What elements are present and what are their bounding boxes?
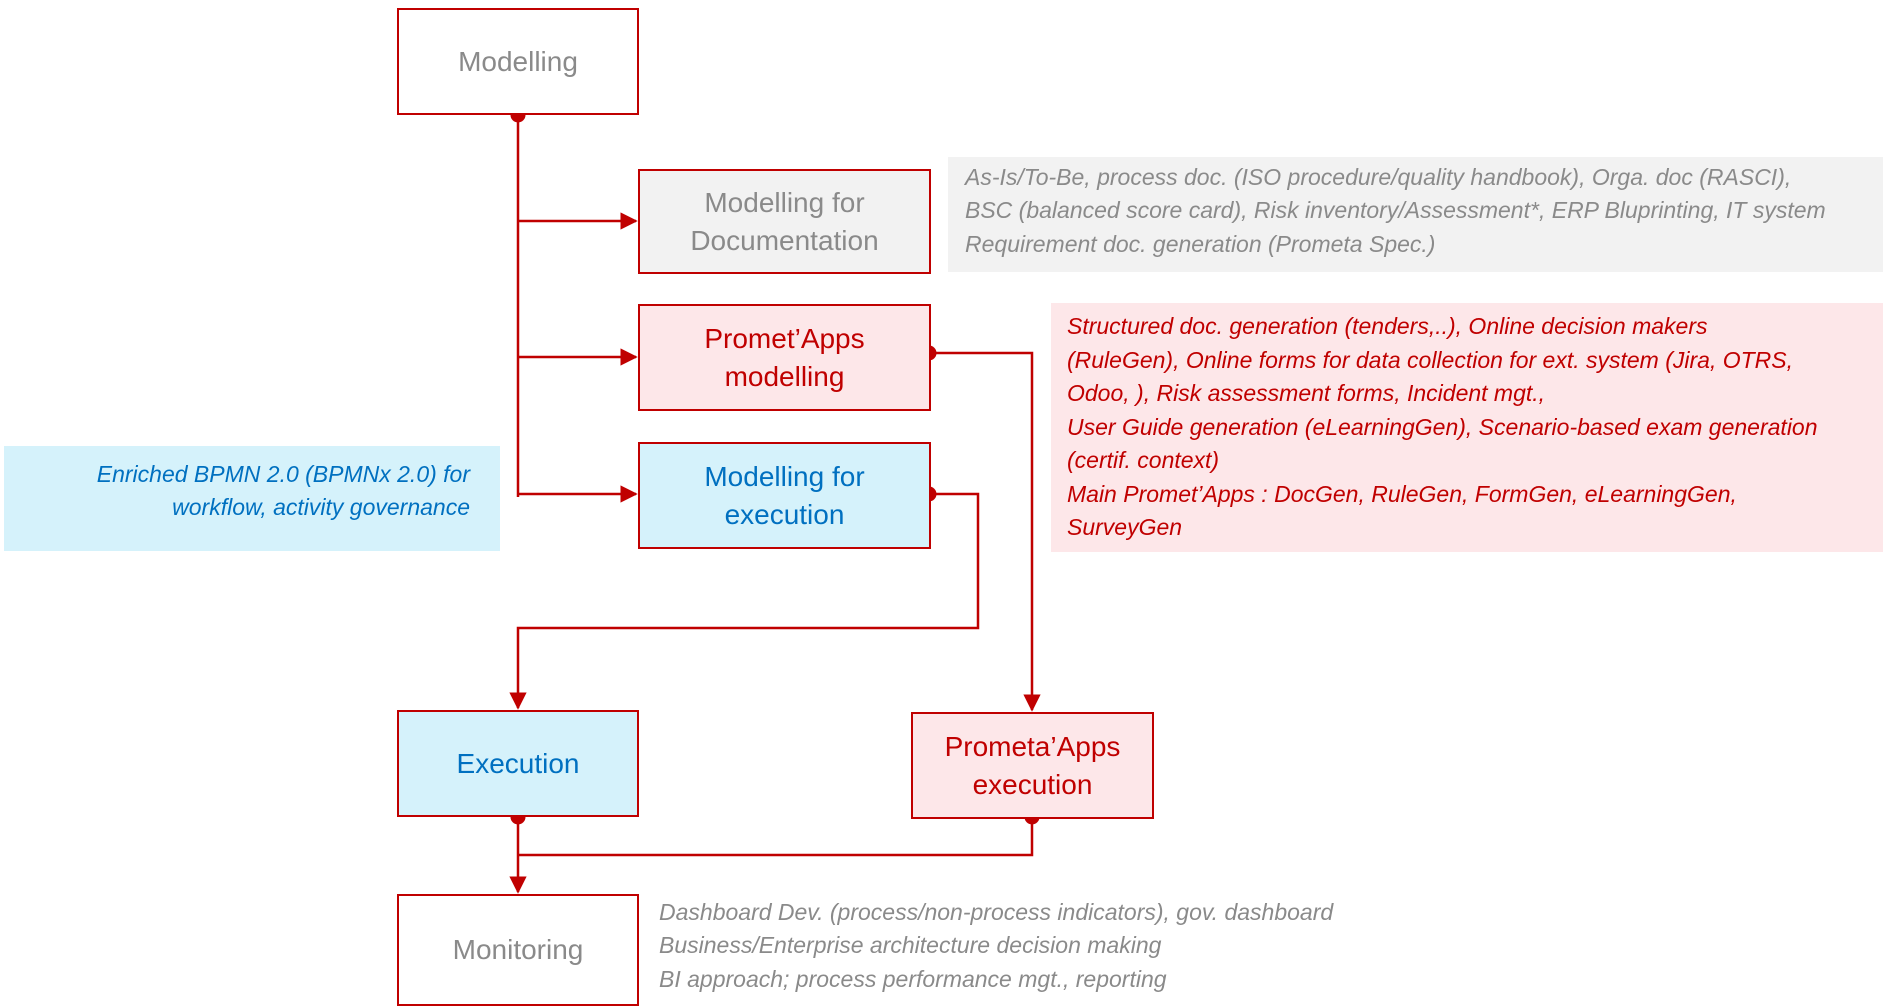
execution-note-line-1: Enriched BPMN 2.0 (BPMNx 2.0) for	[96, 461, 470, 487]
prometapps-note: Structured doc. generation (tenders,..),…	[1051, 303, 1883, 552]
execution-label: Execution	[456, 747, 580, 779]
modelling-for-execution-box: Modelling for execution	[638, 442, 931, 549]
connector-modelling-execution-to-execution	[509, 492, 980, 710]
modelling-box: Modelling	[397, 8, 639, 115]
documentation-note-line-3: Requirement doc. generation (Prometa Spe…	[965, 230, 1436, 257]
prometapps-modelling-box: Promet’Apps modelling	[638, 304, 931, 411]
modelling-label: Modelling	[458, 45, 578, 77]
monitoring-note-line-2: Business/Enterprise architecture decisio…	[659, 932, 1162, 959]
documentation-note: As-Is/To-Be, process doc. (ISO procedure…	[948, 157, 1883, 272]
prometapps-note-line-2: (RuleGen), Online forms for data collect…	[1067, 346, 1794, 373]
prometapps-note-line-6: Main Promet’Apps : DocGen, RuleGen, Form…	[1067, 480, 1737, 507]
prometapps-note-line-4: User Guide generation (eLearningGen), Sc…	[1067, 413, 1818, 440]
modelling-for-documentation-box: Modelling for Documentation	[638, 169, 931, 274]
modelling-for-execution-label-line-2: execution	[724, 498, 845, 530]
documentation-note-line-1: As-Is/To-Be, process doc. (ISO procedure…	[965, 164, 1792, 190]
monitoring-label: Monitoring	[452, 934, 584, 966]
prometapps-execution-box: Prometa’Apps execution	[911, 712, 1154, 819]
prometapps-note-line-7: SurveyGen	[1067, 514, 1183, 541]
modelling-for-documentation-label-line-1: Modelling for	[704, 186, 865, 218]
execution-box: Execution	[397, 710, 639, 817]
connector-to-monitoring	[518, 817, 1034, 857]
modelling-for-execution-label-line-1: Modelling for	[704, 460, 865, 492]
prometapps-execution-label-line-1: Prometa’Apps	[944, 730, 1121, 762]
modelling-for-documentation-label-line-2: Documentation	[690, 224, 879, 256]
prometapps-modelling-label-line-1: Promet’Apps	[704, 322, 865, 354]
monitoring-note-line-3: BI approach; process performance mgt., r…	[659, 965, 1167, 992]
prometapps-note-line-3: Odoo, ), Risk assessment forms, Incident…	[1067, 380, 1546, 407]
execution-note: Enriched BPMN 2.0 (BPMNx 2.0) for workfl…	[4, 446, 500, 551]
monitoring-box: Monitoring	[397, 894, 639, 1006]
prometapps-note-line-5: (certif. context)	[1067, 447, 1220, 474]
connector-prometapps-to-execution	[929, 351, 1041, 712]
execution-note-line-2: workflow, activity governance	[172, 494, 470, 521]
prometapps-note-line-1: Structured doc. generation (tenders,..),…	[1067, 313, 1708, 339]
prometapps-execution-label-line-2: execution	[972, 768, 1093, 800]
monitoring-note: Dashboard Dev. (process/non-process indi…	[659, 896, 1419, 998]
prometapps-modelling-label-line-2: modelling	[724, 360, 845, 392]
documentation-note-line-2: BSC (balanced score card), Risk inventor…	[965, 197, 1826, 224]
monitoring-note-line-1: Dashboard Dev. (process/non-process indi…	[659, 899, 1334, 925]
